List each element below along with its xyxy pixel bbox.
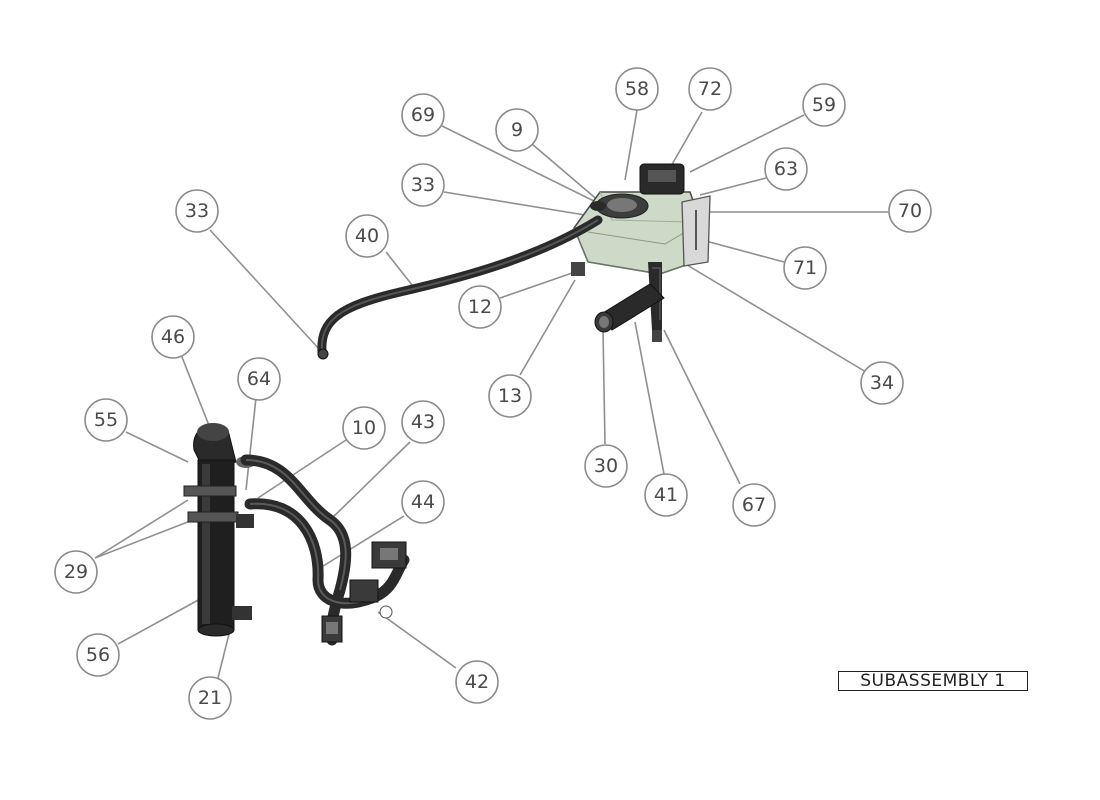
balloon-64-label: 64	[247, 368, 271, 390]
balloon-46: 46	[151, 315, 195, 359]
balloon-71: 71	[783, 246, 827, 290]
balloon-69-label: 69	[411, 104, 435, 126]
balloon-72-label: 72	[698, 78, 722, 100]
balloon-72: 72	[688, 67, 732, 111]
balloon-33-left: 33	[175, 189, 219, 233]
balloon-40: 40	[345, 214, 389, 258]
balloon-43: 43	[401, 400, 445, 444]
balloon-43-label: 43	[411, 411, 435, 433]
balloon-34-label: 34	[870, 372, 894, 394]
balloon-70-label: 70	[898, 200, 922, 222]
balloon-42-label: 42	[465, 671, 489, 693]
balloon-64: 64	[237, 357, 281, 401]
balloon-55-label: 55	[94, 409, 118, 431]
hose-bundle	[240, 454, 410, 646]
balloon-12-label: 12	[468, 296, 492, 318]
balloon-10: 10	[342, 406, 386, 450]
long-hose-40	[317, 215, 603, 360]
balloon-69: 69	[401, 93, 445, 137]
balloon-29: 29	[54, 550, 98, 594]
balloon-70: 70	[888, 189, 932, 233]
balloon-33-left-label: 33	[185, 200, 209, 222]
balloon-41: 41	[644, 473, 688, 517]
balloon-59-label: 59	[812, 94, 836, 116]
subassembly-label: SUBASSEMBLY 1	[838, 671, 1028, 691]
balloon-40-label: 40	[355, 225, 379, 247]
balloon-58-label: 58	[625, 78, 649, 100]
balloon-42: 42	[455, 660, 499, 704]
balloon-12: 12	[458, 285, 502, 329]
balloon-44-label: 44	[411, 491, 435, 513]
balloon-71-label: 71	[793, 257, 817, 279]
balloon-10-label: 10	[352, 417, 376, 439]
balloon-56-label: 56	[86, 644, 110, 666]
balloon-58: 58	[615, 67, 659, 111]
balloon-30-label: 30	[594, 455, 618, 477]
balloon-44: 44	[401, 480, 445, 524]
balloon-59: 59	[802, 83, 846, 127]
balloon-13-label: 13	[498, 385, 522, 407]
balloon-67: 67	[732, 483, 776, 527]
balloon-63: 63	[764, 147, 808, 191]
balloon-46-label: 46	[161, 326, 185, 348]
balloon-9-label: 9	[511, 119, 523, 141]
balloon-9: 9	[495, 108, 539, 152]
balloon-41-label: 41	[654, 484, 678, 506]
balloon-67-label: 67	[742, 494, 766, 516]
leader-lines	[94, 109, 888, 679]
balloon-33-upper: 33	[401, 163, 445, 207]
balloon-63-label: 63	[774, 158, 798, 180]
balloon-56: 56	[76, 633, 120, 677]
balloon-21: 21	[188, 676, 232, 720]
balloon-30: 30	[584, 444, 628, 488]
balloon-33-upper-label: 33	[411, 174, 435, 196]
balloon-34: 34	[860, 361, 904, 405]
balloon-29-label: 29	[64, 561, 88, 583]
balloon-21-label: 21	[198, 687, 222, 709]
balloon-55: 55	[84, 398, 128, 442]
reservoir-tank-assembly	[571, 163, 711, 342]
balloon-13: 13	[488, 374, 532, 418]
